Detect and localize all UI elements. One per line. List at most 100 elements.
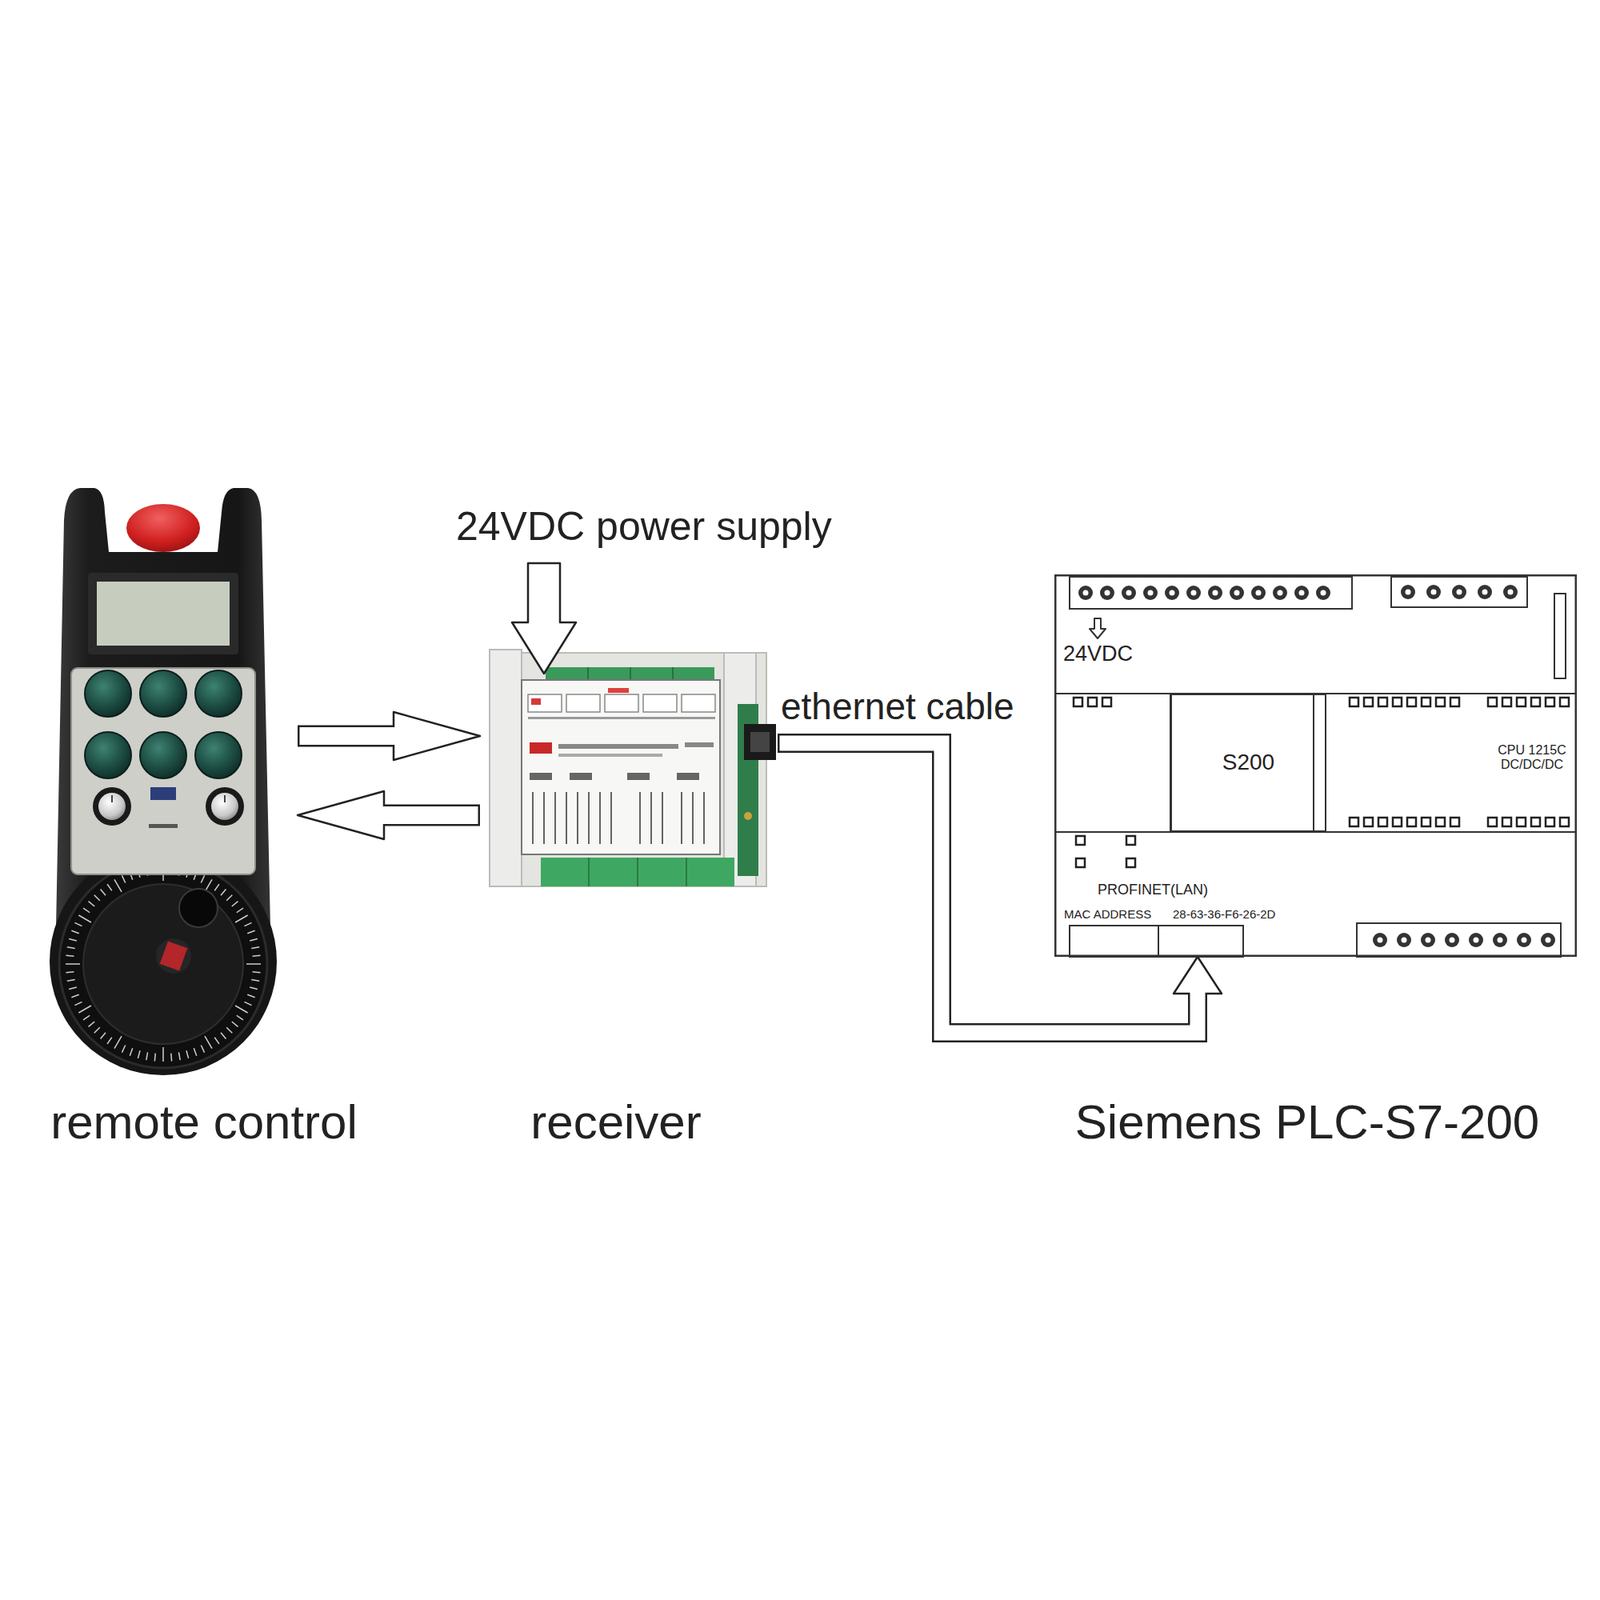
- terminal-screw: [1545, 937, 1552, 944]
- status-led: [1516, 697, 1526, 707]
- remote-control-illustration: [224, 795, 226, 803]
- receiver-illustration: [529, 742, 552, 754]
- terminal-screw: [1449, 937, 1456, 944]
- terminal-screw: [1516, 932, 1532, 948]
- terminal-screw: [1426, 584, 1441, 600]
- receiver-illustration: [692, 792, 694, 844]
- receiver-illustration: [685, 857, 688, 887]
- wheel-scale: [220, 889, 226, 896]
- terminal-screw: [1396, 932, 1412, 948]
- terminal-screw: [1400, 584, 1416, 600]
- terminal-screw: [1078, 585, 1093, 600]
- terminal-screw: [1148, 590, 1154, 596]
- remote-control-illustration: [71, 668, 256, 875]
- receiver-illustration: [489, 649, 522, 887]
- status-led: [1073, 697, 1083, 707]
- device-caption: remote control: [27, 1094, 381, 1150]
- wheel-scale: [121, 875, 125, 883]
- terminal-screw: [1521, 937, 1528, 944]
- receiver-illustration: [639, 792, 641, 844]
- terminal-screw: [1497, 937, 1504, 944]
- plc-drawing: [1054, 692, 1577, 695]
- receiver-illustration: [565, 792, 568, 844]
- terminal-screw: [1400, 584, 1416, 600]
- status-led: [1502, 817, 1512, 827]
- wheel-scale: [83, 1015, 90, 1020]
- status-led: [1531, 697, 1540, 707]
- plc-housing: Siemens PLC-S7-200S200CPU 1215C DC/DC/DC: [1054, 574, 1577, 957]
- wheel-scale: [235, 1005, 248, 1013]
- receiver-illustration: [610, 792, 612, 844]
- text-holder: receiver: [496, 1094, 736, 1150]
- wheel-scale: [78, 915, 92, 923]
- receiver-illustration: [489, 652, 767, 887]
- receiver-illustration: [558, 744, 679, 749]
- wheel-scale: [220, 1032, 226, 1040]
- wheel-scale: [78, 1005, 92, 1013]
- status-led: [1560, 697, 1569, 707]
- wheel-scale: [232, 901, 239, 907]
- wheel-scale: [235, 915, 248, 923]
- status-led: [1450, 817, 1460, 827]
- receiver-illustration: [629, 667, 632, 680]
- terminal-screw: [1100, 585, 1115, 600]
- status-led: [1076, 836, 1085, 845]
- arrow-head: [393, 712, 480, 760]
- wheel-scale: [226, 1027, 232, 1033]
- terminal-screw: [1208, 585, 1223, 600]
- terminal-screw: [1452, 584, 1467, 600]
- wheel-scale: [249, 987, 258, 990]
- terminal-screw: [1272, 585, 1288, 600]
- status-led: [1076, 858, 1085, 868]
- terminal-screw: [1396, 932, 1412, 948]
- terminal-screw: [1477, 584, 1492, 600]
- receiver-illustration: [545, 667, 715, 680]
- receiver-illustration: [521, 680, 720, 855]
- plc-drawing: [1158, 925, 1244, 957]
- status-led: [1516, 817, 1526, 827]
- status-led: [1349, 817, 1359, 827]
- receiver-illustration: [529, 772, 552, 780]
- text-holder: 28-63-36-F6-26-2D: [1172, 907, 1293, 921]
- receiver-illustration: [566, 694, 600, 712]
- device-caption: receiver: [496, 1094, 736, 1150]
- receiver-illustration: [681, 694, 716, 712]
- status-led: [1378, 697, 1388, 707]
- wheel-scale: [200, 875, 204, 883]
- terminal-screw: [1468, 932, 1484, 948]
- remote-control-illustration: [59, 860, 268, 1068]
- wheel-scale: [107, 1037, 112, 1044]
- wheel-scale: [170, 1053, 172, 1062]
- terminal-screw: [1083, 590, 1089, 596]
- status-led: [1421, 697, 1431, 707]
- wheel-scale: [236, 1015, 244, 1020]
- terminal-screw: [1294, 585, 1309, 600]
- wheel-scale: [137, 1050, 140, 1059]
- wheel-scale: [162, 1047, 164, 1062]
- status-led: [1392, 817, 1402, 827]
- terminal-screw: [1143, 585, 1158, 600]
- plc-drawing: [1169, 693, 1172, 832]
- wheel-scale: [204, 1036, 212, 1049]
- terminal-screw: [1208, 585, 1223, 600]
- status-led: [1126, 836, 1136, 845]
- connector-arrow: [297, 791, 480, 840]
- wheel-scale: [88, 1021, 96, 1027]
- terminal-screw: [1503, 584, 1518, 600]
- remote-control-illustration: [56, 488, 271, 928]
- status-led: [1407, 697, 1416, 707]
- remote-control-illustration: [98, 792, 126, 820]
- wheel-scale: [247, 930, 255, 933]
- wheel-scale: [71, 930, 79, 933]
- receiver-illustration: [489, 649, 776, 887]
- terminal-screw: [1516, 932, 1532, 948]
- terminal-screw: [1405, 589, 1412, 596]
- wheel-scale: [129, 1048, 132, 1056]
- status-led: [1545, 697, 1555, 707]
- terminal-screw: [1078, 584, 1556, 948]
- wheel-scale: [65, 963, 80, 965]
- remote-control-illustration: [88, 572, 239, 655]
- receiver-illustration: [532, 792, 704, 844]
- terminal-screw: [1452, 584, 1467, 600]
- receiver-illustration: [531, 698, 541, 705]
